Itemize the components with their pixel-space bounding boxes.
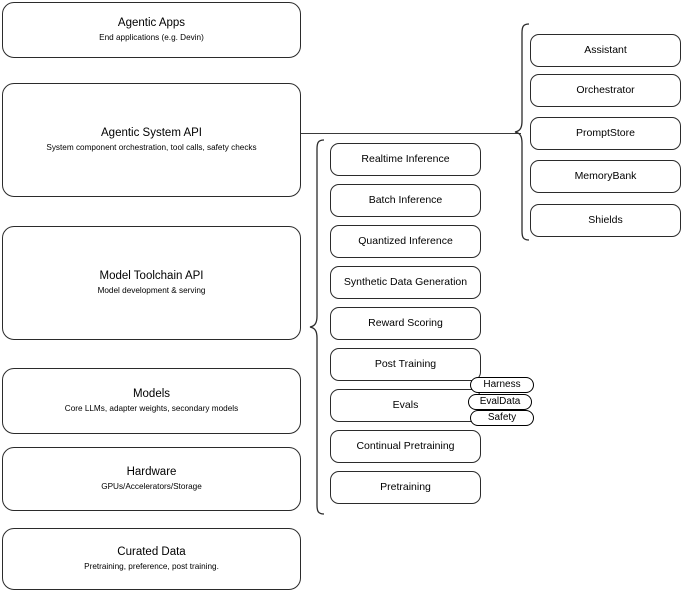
capability-label: Pretraining [380,481,431,493]
system-component-assistant[interactable]: Assistant [530,34,681,67]
brace-system-components [514,23,530,241]
eval-subcomponent-label: EvalData [479,396,521,407]
eval-subcomponent-label: Harness [483,379,521,390]
layer-title: Models [132,388,171,400]
layer-subtitle: End applications (e.g. Devin) [99,33,204,42]
stack-layer-models[interactable]: Models Core LLMs, adapter weights, secon… [2,368,301,434]
eval-subcomponent-harness[interactable]: Harness [470,377,534,393]
capability-reward-scoring[interactable]: Reward Scoring [330,307,481,340]
capability-label: Evals [392,399,419,411]
capability-realtime-inference[interactable]: Realtime Inference [330,143,481,176]
layer-subtitle: Core LLMs, adapter weights, secondary mo… [64,404,239,413]
capability-label: Post Training [374,358,437,370]
capability-continual-pretraining[interactable]: Continual Pretraining [330,430,481,463]
layer-subtitle: Model development & serving [97,286,206,295]
stack-layer-agentic-system-api[interactable]: Agentic System API System component orch… [2,83,301,197]
system-component-shields[interactable]: Shields [530,204,681,237]
layer-title: Model Toolchain API [99,270,204,282]
system-component-memorybank[interactable]: MemoryBank [530,160,681,193]
eval-subcomponent-label: Safety [487,412,517,423]
stack-layer-agentic-apps[interactable]: Agentic Apps End applications (e.g. Devi… [2,2,301,58]
component-label: MemoryBank [574,170,637,182]
stack-layer-model-toolchain-api[interactable]: Model Toolchain API Model development & … [2,226,301,340]
capability-label: Continual Pretraining [356,440,455,452]
component-label: PromptStore [576,127,635,139]
component-label: Assistant [584,44,627,56]
capability-pretraining[interactable]: Pretraining [330,471,481,504]
layer-subtitle: GPUs/Accelerators/Storage [101,482,202,491]
layer-title: Curated Data [117,546,186,558]
system-component-promptstore[interactable]: PromptStore [530,117,681,150]
stack-layer-hardware[interactable]: Hardware GPUs/Accelerators/Storage [2,447,301,511]
brace-toolchain-capabilities [309,139,325,515]
eval-subcomponent-evaldata[interactable]: EvalData [468,394,532,410]
capability-label: Reward Scoring [368,317,443,329]
capability-batch-inference[interactable]: Batch Inference [330,184,481,217]
layer-title: Hardware [126,466,177,478]
component-label: Shields [588,214,623,226]
system-component-orchestrator[interactable]: Orchestrator [530,74,681,107]
layer-subtitle: System component orchestration, tool cal… [46,143,257,152]
capability-label: Batch Inference [368,194,443,206]
capability-quantized-inference[interactable]: Quantized Inference [330,225,481,258]
capability-label: Quantized Inference [358,235,453,247]
stack-layer-curated-data[interactable]: Curated Data Pretraining, preference, po… [2,528,301,590]
capability-synthetic-data-generation[interactable]: Synthetic Data Generation [330,266,481,299]
capability-label: Synthetic Data Generation [343,276,468,288]
capability-post-training[interactable]: Post Training [330,348,481,381]
capability-label: Realtime Inference [361,153,450,165]
layer-subtitle: Pretraining, preference, post training. [84,562,219,571]
component-label: Orchestrator [576,84,635,96]
layer-title: Agentic System API [101,127,202,139]
eval-subcomponent-safety[interactable]: Safety [470,410,534,426]
capability-evals[interactable]: Evals [330,389,481,422]
layer-title: Agentic Apps [117,17,186,29]
connector-system-api-to-components [301,133,521,135]
